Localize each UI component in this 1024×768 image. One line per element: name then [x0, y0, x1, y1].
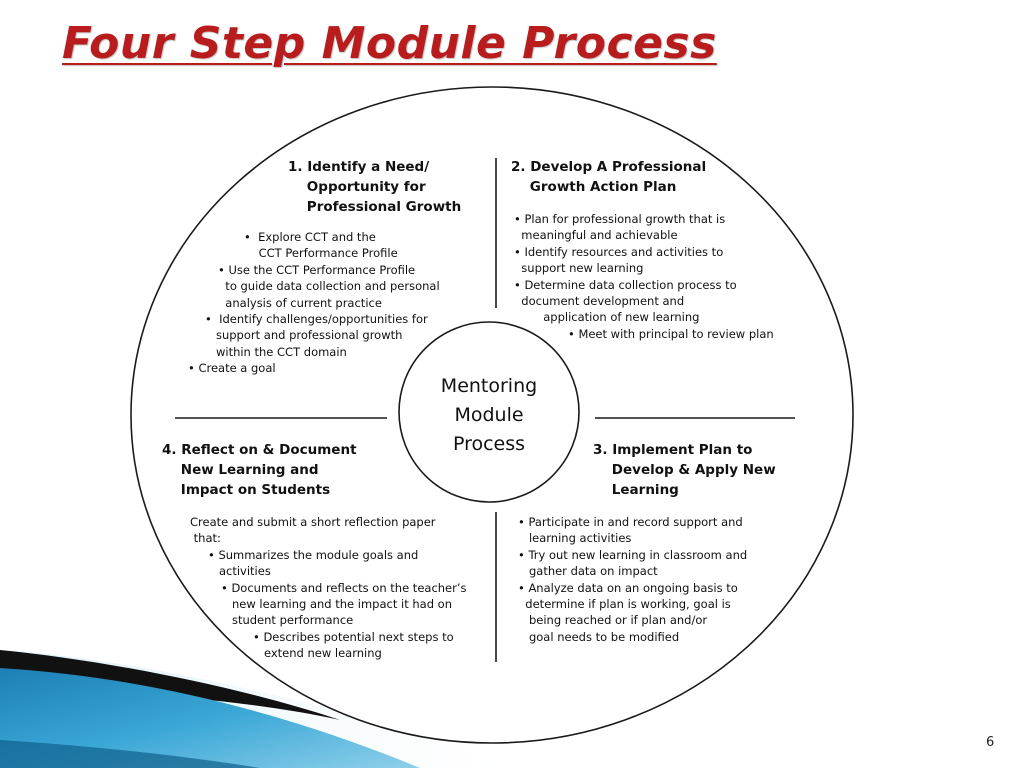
list-item: • Identify resources and activities to s… [514, 244, 724, 276]
list-item: • Analyze data on an ongoing basis to de… [518, 580, 738, 644]
list-item: • Identify challenges/opportunities for … [205, 312, 428, 359]
list-item: • Use the CCT Performance Profile to gui… [218, 262, 440, 310]
center-circle [398, 321, 580, 503]
page-number: 6 [986, 735, 995, 750]
list-item: • Participate in and record support and … [518, 515, 743, 546]
quadrant-heading: 3. Implement Plan to Develop & Apply New… [593, 442, 776, 498]
list-item: • Determine data collection process to d… [514, 277, 737, 325]
list-item: • Summarizes the module goals and activi… [208, 547, 419, 579]
list-item: • Explore CCT and the CCT Performance Pr… [244, 230, 398, 261]
quadrant-develop-plan: 2. Develop A Professional Growth Action … [511, 157, 811, 342]
list-item: • Describes potential next steps to exte… [253, 629, 454, 661]
reflection-intro: Create and submit a short reflection pap… [190, 515, 436, 546]
list-item: • Meet with principal to review plan [568, 326, 774, 341]
list-item: • Documents and reflects on the teacher’… [221, 580, 467, 628]
list-item: • Create a goal [188, 361, 276, 376]
center-label: Mentoring Module Process [440, 375, 538, 455]
quadrant-implement-plan: 3. Implement Plan to Develop & Apply New… [518, 440, 833, 645]
list-item: • Try out new learning in classroom and … [518, 547, 748, 579]
quadrant-heading: 4. Reflect on & Document New Learning an… [162, 442, 357, 498]
slide-title: Four Step Module Process [62, 18, 717, 69]
quadrant-heading: 2. Develop A Professional Growth Action … [511, 159, 707, 195]
quadrant-identify-need: 1. Identify a Need/ Opportunity for Prof… [188, 157, 488, 377]
quadrant-reflect-document: 4. Reflect on & Document New Learning an… [162, 440, 482, 662]
list-item: • Plan for professional growth that is m… [514, 212, 726, 243]
quadrant-heading: 1. Identify a Need/ Opportunity for Prof… [288, 159, 462, 215]
